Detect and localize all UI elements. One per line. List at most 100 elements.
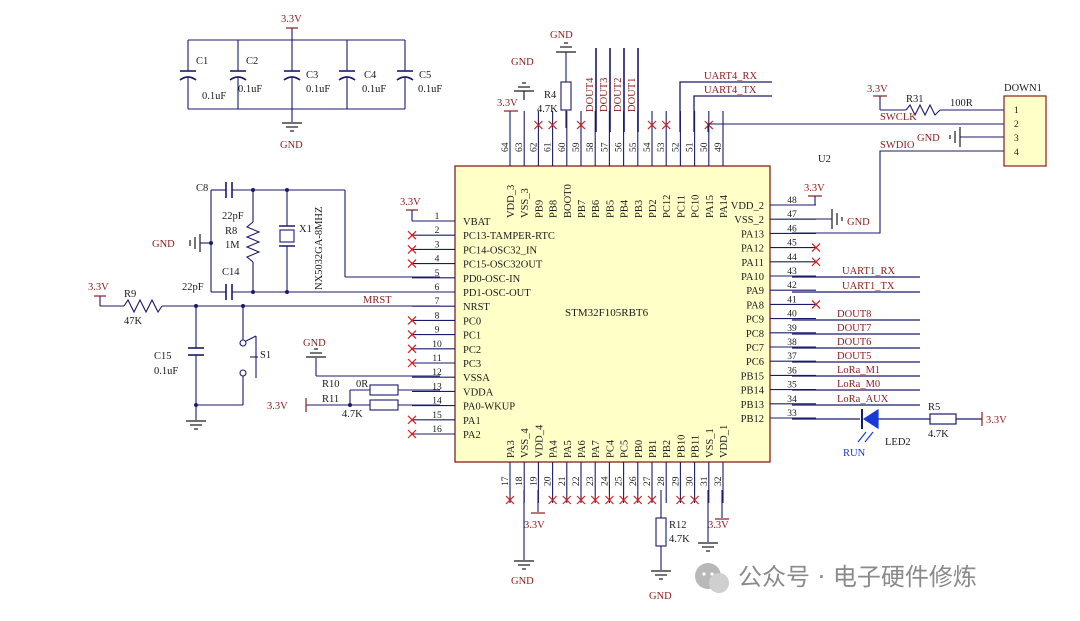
- pin-num-1: 1: [435, 212, 440, 222]
- pin-num-45: 45: [787, 239, 797, 249]
- vss3-gnd: [514, 82, 534, 100]
- pin-label-pc5: PC5: [620, 440, 631, 458]
- x1-ref: X1: [299, 224, 312, 235]
- pin-num-16: 16: [432, 425, 442, 435]
- nc-mark-pin-15: [407, 415, 417, 425]
- pin-num-17: 17: [501, 476, 511, 486]
- pin-num-57: 57: [600, 142, 610, 152]
- pin-label-vss_2: VSS_2: [734, 215, 764, 226]
- pin-num-26: 26: [629, 476, 639, 486]
- decoupling-cap-4: [338, 40, 356, 109]
- decoupling-section: [179, 28, 414, 122]
- vss2-gnd-label: GND: [847, 217, 870, 228]
- pin-label-pa8: PA8: [746, 300, 764, 311]
- mcu-top-pins: 64VDD_363VSS_362PB961PB860BOOT059PB758PB…: [501, 111, 730, 218]
- pin-num-39: 39: [787, 324, 797, 334]
- vss2-gnd: [792, 209, 843, 229]
- c3-ref: C3: [306, 70, 318, 81]
- vss4-gnd-label: GND: [511, 576, 534, 587]
- conn-pin-3: 3: [1014, 134, 1019, 144]
- svg-text:3.3V: 3.3V: [708, 520, 729, 531]
- pin-label-pb8: PB8: [549, 200, 560, 218]
- pin-label-pb1: PB1: [648, 440, 659, 458]
- conn-pin-1: 1: [1014, 106, 1019, 116]
- vssa-gnd: [306, 348, 326, 358]
- pin-num-30: 30: [686, 476, 696, 486]
- pin-label-vss_3: VSS_3: [520, 188, 531, 218]
- nc-mark-pin-17: [505, 495, 515, 505]
- pin-num-44: 44: [787, 253, 797, 263]
- pin-label-pb11: PB11: [691, 435, 702, 458]
- nc-mark-pin-27: [647, 495, 657, 505]
- crystal-gnd-label: GND: [152, 239, 175, 250]
- pin-label-pb10: PB10: [676, 435, 687, 458]
- mcu-bottom-pins: 17PA318VSS_419VDD_420PA421PA522PA623PA72…: [501, 424, 730, 505]
- net-dout1: DOUT1: [627, 78, 638, 112]
- pin-num-52: 52: [671, 142, 681, 152]
- c1-ref: C1: [196, 56, 208, 67]
- svg-text:3.3V: 3.3V: [281, 14, 302, 25]
- pin-num-23: 23: [586, 476, 596, 486]
- pin-num-63: 63: [515, 142, 525, 152]
- boot-section: [560, 52, 572, 128]
- pin-num-33: 33: [787, 409, 797, 419]
- pin-label-vss_4: VSS_4: [520, 427, 531, 458]
- net-swclk: SWCLK: [880, 112, 917, 123]
- pin-num-46: 46: [787, 224, 797, 234]
- pin-label-pc11: PC11: [676, 195, 687, 218]
- nc-mark-pin-61: [548, 120, 558, 130]
- pin-label-vdd_2: VDD_2: [731, 201, 764, 212]
- r4-ref: R4: [544, 90, 557, 101]
- pin-num-7: 7: [435, 297, 440, 307]
- nc-mark-pin-59: [576, 120, 586, 130]
- pin-num-38: 38: [787, 338, 797, 348]
- net-dout4: DOUT4: [585, 77, 596, 112]
- pin-num-21: 21: [558, 476, 568, 486]
- pin-label-vss_1: VSS_1: [705, 428, 716, 458]
- reset-vcc: 3.3V: [88, 282, 109, 297]
- pin-num-59: 59: [572, 142, 582, 152]
- c1-value: 0.1uF: [202, 91, 226, 102]
- c14-ref: C14: [222, 267, 240, 278]
- pin-num-32: 32: [714, 476, 724, 486]
- net-uart4-tx: UART4_TX: [704, 85, 757, 96]
- vssa-gnd-label: GND: [303, 338, 326, 349]
- pin-num-13: 13: [432, 382, 442, 392]
- c3-value: 0.1uF: [306, 84, 330, 95]
- pin-label-vdd_4: VDD_4: [534, 424, 545, 458]
- pin-num-50: 50: [700, 142, 710, 152]
- mcu-part: STM32F105RBT6: [565, 307, 649, 319]
- pin-num-43: 43: [787, 267, 797, 277]
- r5-value: 4.7K: [928, 429, 949, 440]
- vss4-gnd: [514, 560, 534, 570]
- r9-value: 47K: [124, 316, 143, 327]
- pin-num-60: 60: [558, 142, 568, 152]
- pin-num-27: 27: [643, 476, 653, 486]
- pin-num-20: 20: [544, 476, 554, 486]
- net-dout8: DOUT8: [837, 309, 871, 320]
- mcu-body: [454, 165, 771, 463]
- pin-num-47: 47: [787, 210, 797, 220]
- reset-section: [99, 296, 440, 420]
- pin-num-53: 53: [657, 142, 667, 152]
- led-ref: LED2: [885, 437, 911, 448]
- svg-text:3.3V: 3.3V: [497, 98, 518, 109]
- pin-num-19: 19: [529, 476, 539, 486]
- pin-label-pa2: PA2: [463, 430, 481, 441]
- net-dout2: DOUT2: [613, 78, 624, 112]
- pin-label-pc6: PC6: [746, 357, 764, 368]
- analog-section: [305, 358, 440, 412]
- pin-label-vdda: VDDA: [463, 387, 494, 398]
- pin-num-25: 25: [615, 476, 625, 486]
- net-dout7: DOUT7: [837, 323, 871, 334]
- pin-num-28: 28: [657, 476, 667, 486]
- pin-num-61: 61: [544, 142, 554, 152]
- r5-ref: R5: [928, 402, 940, 413]
- r9-ref: R9: [124, 289, 136, 300]
- pin-num-42: 42: [787, 281, 797, 291]
- svg-text:3.3V: 3.3V: [400, 197, 421, 208]
- vbat-vcc: 3.3V: [400, 197, 440, 222]
- r31-ref: R31: [906, 94, 924, 105]
- r12-value: 4.7K: [669, 534, 690, 545]
